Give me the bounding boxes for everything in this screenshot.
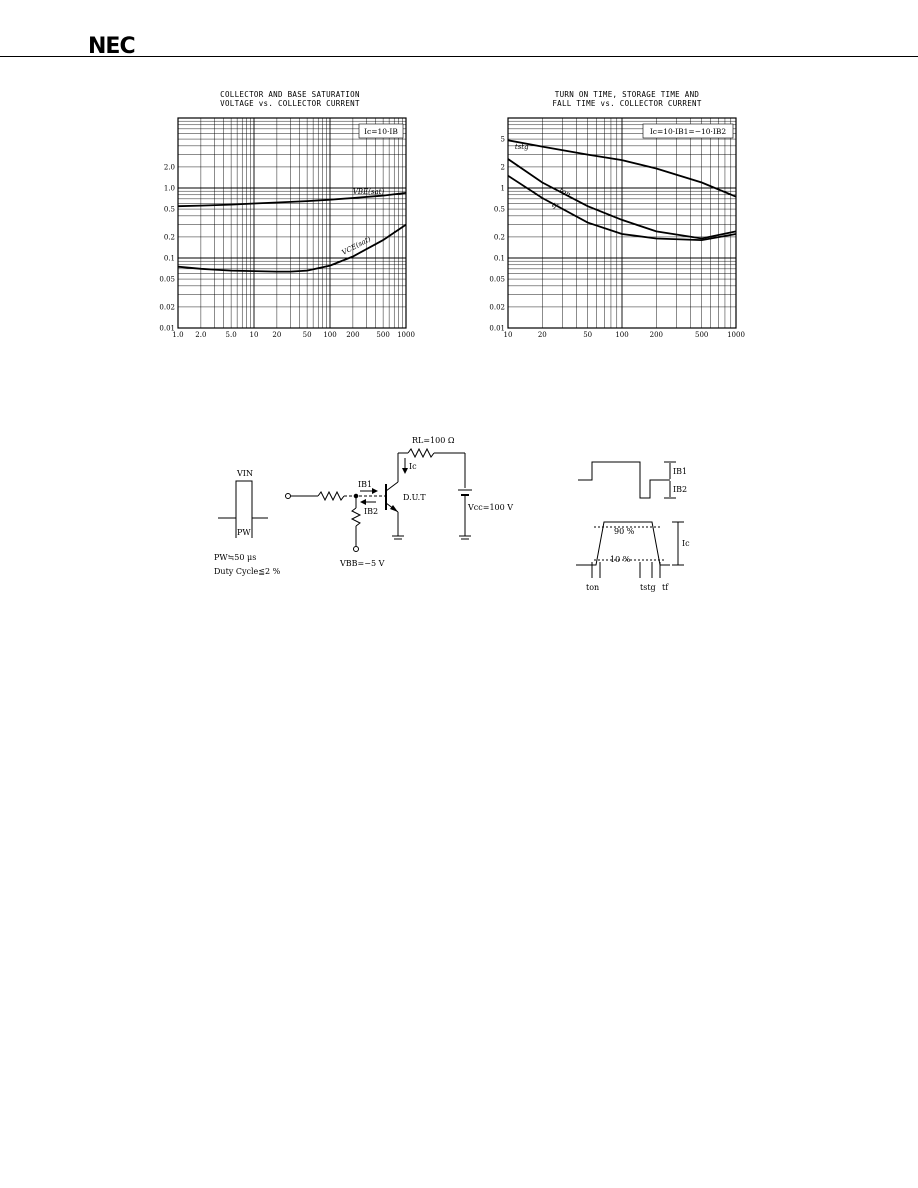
- chart2-annotation: Ic=10·IB1=−10·IB2: [650, 127, 727, 136]
- chart2-grid: [507, 118, 736, 329]
- chart1-ytick-label: 0.2: [164, 233, 175, 241]
- chart1-annotation: Ic=10·IB: [364, 127, 398, 136]
- vbb-terminal: [353, 546, 359, 552]
- ib2-label: IB2: [364, 507, 378, 516]
- nec-logo: NEC: [88, 34, 136, 59]
- tstg-label: tstg: [640, 583, 656, 592]
- ib1-arrowhead: [372, 488, 378, 494]
- input-pulse: [218, 480, 268, 519]
- level-90-label: 90 %: [614, 527, 635, 536]
- chart2-series-ton: [507, 158, 737, 240]
- chart2-series-tstg: [507, 139, 737, 198]
- chart1-xtick-label: 20: [272, 331, 281, 339]
- chart1-xtick-label: 200: [346, 331, 359, 339]
- base-current-waveform: [578, 461, 670, 499]
- chart2-ytick-label: 2: [501, 163, 505, 171]
- ib1-label: IB1: [358, 480, 372, 489]
- chart1-xtick-label: 100: [323, 331, 336, 339]
- chart2-ytick-label: 5: [501, 136, 505, 144]
- emitter-arrowhead: [390, 505, 398, 512]
- chart1-ytick-label: 0.01: [159, 325, 175, 333]
- vin-label: VIN: [236, 469, 253, 478]
- ton-label: ton: [586, 583, 599, 592]
- chart1-grid: [177, 118, 406, 329]
- chart1-series-vcesat: [177, 223, 407, 273]
- chart2-ytick-label: 0.1: [494, 255, 505, 263]
- chart1-xtick-label: 1000: [397, 331, 415, 339]
- chart1-xtick-label: 50: [303, 331, 312, 339]
- chart2-xtick-label: 1000: [727, 331, 745, 339]
- chart1-ytick-label: 0.5: [164, 206, 175, 214]
- chart1-xtick-label: 5.0: [226, 331, 237, 339]
- chart1-title: COLLECTOR AND BASE SATURATION VOLTAGE vs…: [195, 90, 385, 108]
- chart1-annotation-box: [358, 123, 404, 139]
- pw-note: PW≒50 μs: [214, 553, 256, 562]
- chart2-series-label: tstg: [515, 143, 529, 151]
- load-resistor: [407, 447, 435, 459]
- rl-label: RL=100 Ω: [412, 436, 455, 445]
- header-rule: [0, 56, 918, 57]
- chart1-ytick-label: 0.02: [159, 303, 175, 311]
- vbb-label: VBB=−5 V: [339, 559, 385, 568]
- chart2-ytick-label: 0.2: [494, 233, 505, 241]
- chart1-xtick-label: 500: [376, 331, 389, 339]
- chart2-ytick-label: 1: [501, 185, 505, 193]
- switching-time-chart: 10 20 50 100 200 500 1000 0.01 0.02 0.05 0.1 0.2 0.5…: [489, 117, 745, 339]
- chart1-title-line1: COLLECTOR AND BASE SATURATION: [220, 90, 360, 99]
- switching-waveforms: IB1 IB2 Ic 90 % 10 % ton tstg tf: [576, 461, 690, 592]
- chart2-xtick-label: 20: [538, 331, 547, 339]
- chart2-xtick-label: 10: [504, 331, 513, 339]
- input-terminal: [285, 493, 291, 499]
- collector-current-waveform: [576, 521, 670, 566]
- chart2-ytick-label: 0.02: [489, 303, 505, 311]
- chart2-xtick-label: 50: [583, 331, 592, 339]
- chart1-ytick-label: 0.1: [164, 255, 175, 263]
- chart1-frame: [177, 117, 407, 329]
- ic-arrowhead: [402, 468, 408, 474]
- vcc-label: Vcc=100 V: [467, 503, 513, 512]
- chart2-title: TURN ON TIME, STORAGE TIME AND FALL TIME…: [522, 90, 732, 108]
- chart1-series-vbesat: [177, 192, 407, 208]
- chart2-annotation-box: [642, 123, 734, 139]
- wave-ib1-label: IB1: [673, 467, 687, 476]
- chart2-ytick-label: 0.05: [489, 276, 505, 284]
- chart1-xtick-label: 10: [250, 331, 259, 339]
- chart2-series-tf: [507, 174, 737, 242]
- chart2-title-line2: FALL TIME vs. COLLECTOR CURRENT: [552, 99, 702, 108]
- chart2-frame: [507, 117, 737, 329]
- wave-ic-label: Ic: [682, 539, 690, 548]
- chart1-series-label: VBE(sat): [353, 188, 385, 196]
- chart1-ytick-label: 2.0: [164, 163, 175, 171]
- saturation-voltage-chart: 1.0 2.0 5.0 10 20 50 100 200 500 1000 0.01 0.02 0.05…: [159, 117, 415, 339]
- chart2-title-line1: TURN ON TIME, STORAGE TIME AND: [554, 90, 700, 99]
- base-resistor: [317, 490, 345, 502]
- chart2-xtick-label: 500: [695, 331, 708, 339]
- chart2-ytick-label: 0.5: [494, 206, 505, 214]
- chart2-series-label: tf: [550, 201, 560, 211]
- chart1-title-line2: VOLTAGE vs. COLLECTOR CURRENT: [220, 99, 360, 108]
- chart1-xtick-label: 2.0: [195, 331, 206, 339]
- duty-cycle-label: Duty Cycle≦2 %: [214, 567, 281, 576]
- ib2-arrowhead: [360, 499, 366, 505]
- test-circuit-diagram: VIN PW PW≒50 μs Duty Cycle≦2 % RL=100 Ω …: [214, 436, 513, 576]
- chart2-xtick-label: 100: [615, 331, 628, 339]
- bias-resistor: [350, 507, 362, 527]
- dut-label: D.U.T: [403, 493, 426, 502]
- wave-ib2-label: IB2: [673, 485, 687, 494]
- ic-label: Ic: [409, 462, 417, 471]
- tf-label: tf: [662, 583, 669, 592]
- chart1-ytick-label: 1.0: [164, 185, 175, 193]
- pw-label: PW: [237, 528, 251, 537]
- level-10-label: 10 %: [610, 555, 631, 564]
- chart1-ytick-label: 0.05: [159, 276, 175, 284]
- chart2-ytick-label: 0.01: [489, 325, 505, 333]
- chart1-xtick-label: 1.0: [172, 331, 183, 339]
- transistor-collector: [385, 481, 399, 492]
- chart2-xtick-label: 200: [650, 331, 663, 339]
